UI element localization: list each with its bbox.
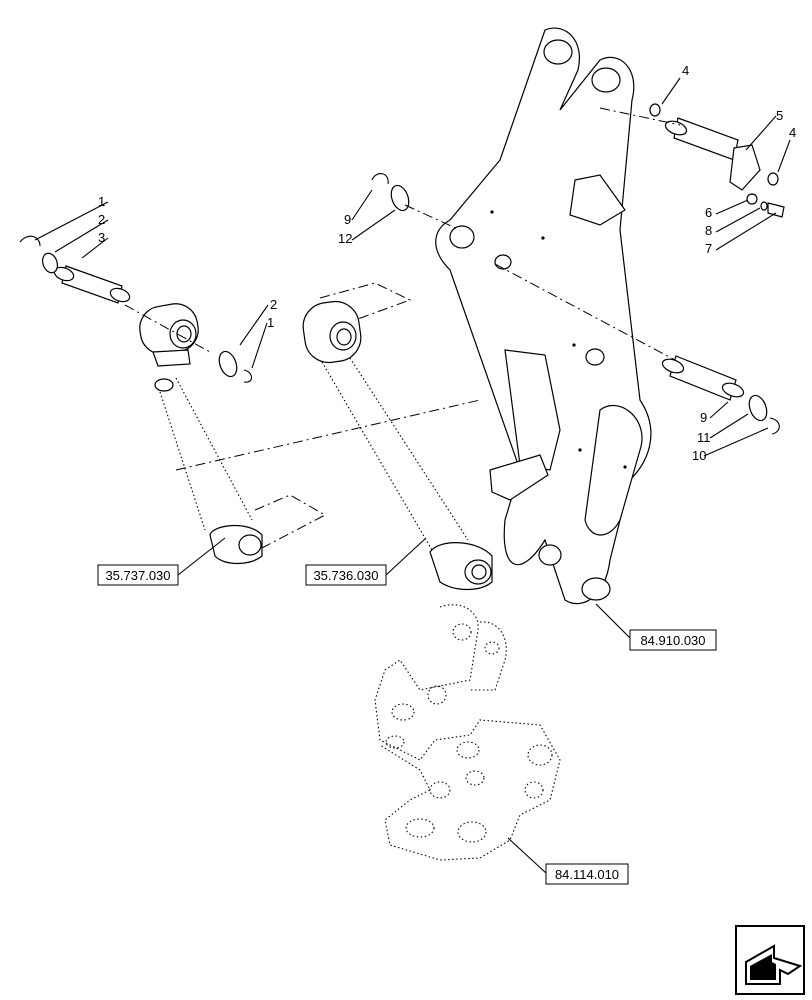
callout-5: 5 (776, 108, 783, 123)
retainer-rings (218, 173, 410, 383)
leader-lines (34, 77, 791, 457)
callout-7: 7 (705, 241, 712, 256)
callout-4-top: 4 (682, 63, 689, 78)
ref-84-114-010[interactable]: 84.114.010 (545, 863, 629, 885)
callout-4-right: 4 (789, 125, 796, 140)
pin-top-right (649, 103, 785, 218)
ref-35-736-030-label: 35.736.030 (313, 568, 378, 583)
callout-labels: 1 2 3 2 1 9 12 4 5 4 6 8 7 9 11 10 (98, 63, 796, 463)
callout-1-left: 1 (98, 194, 105, 209)
callout-6: 6 (705, 205, 712, 220)
next-page-arrow-icon[interactable] (735, 925, 805, 995)
callout-3: 3 (98, 230, 105, 245)
callout-9-top: 9 (344, 212, 351, 227)
ref-84-114-010-label: 84.114.010 (555, 867, 619, 882)
callout-12: 12 (338, 231, 352, 246)
pin-right (661, 355, 780, 435)
middle-cylinder (302, 300, 493, 591)
callout-10: 10 (692, 448, 706, 463)
callout-2-mid: 2 (270, 297, 277, 312)
ref-35-736-030[interactable]: 35.736.030 (305, 564, 387, 586)
callout-1-mid: 1 (267, 315, 274, 330)
callout-2-left: 2 (98, 212, 105, 227)
pin-left (19, 235, 131, 304)
ref-35-737-030[interactable]: 35.737.030 (97, 564, 179, 586)
callout-8: 8 (705, 223, 712, 238)
ref-84-910-030-label: 84.910.030 (640, 633, 705, 648)
left-cylinder (139, 303, 263, 565)
boom-arm (435, 27, 652, 605)
mounting-bracket (374, 604, 561, 861)
callout-11: 11 (697, 430, 711, 445)
callout-9-right: 9 (700, 410, 707, 425)
ref-84-910-030[interactable]: 84.910.030 (629, 629, 717, 651)
ref-35-737-030-label: 35.737.030 (105, 568, 170, 583)
